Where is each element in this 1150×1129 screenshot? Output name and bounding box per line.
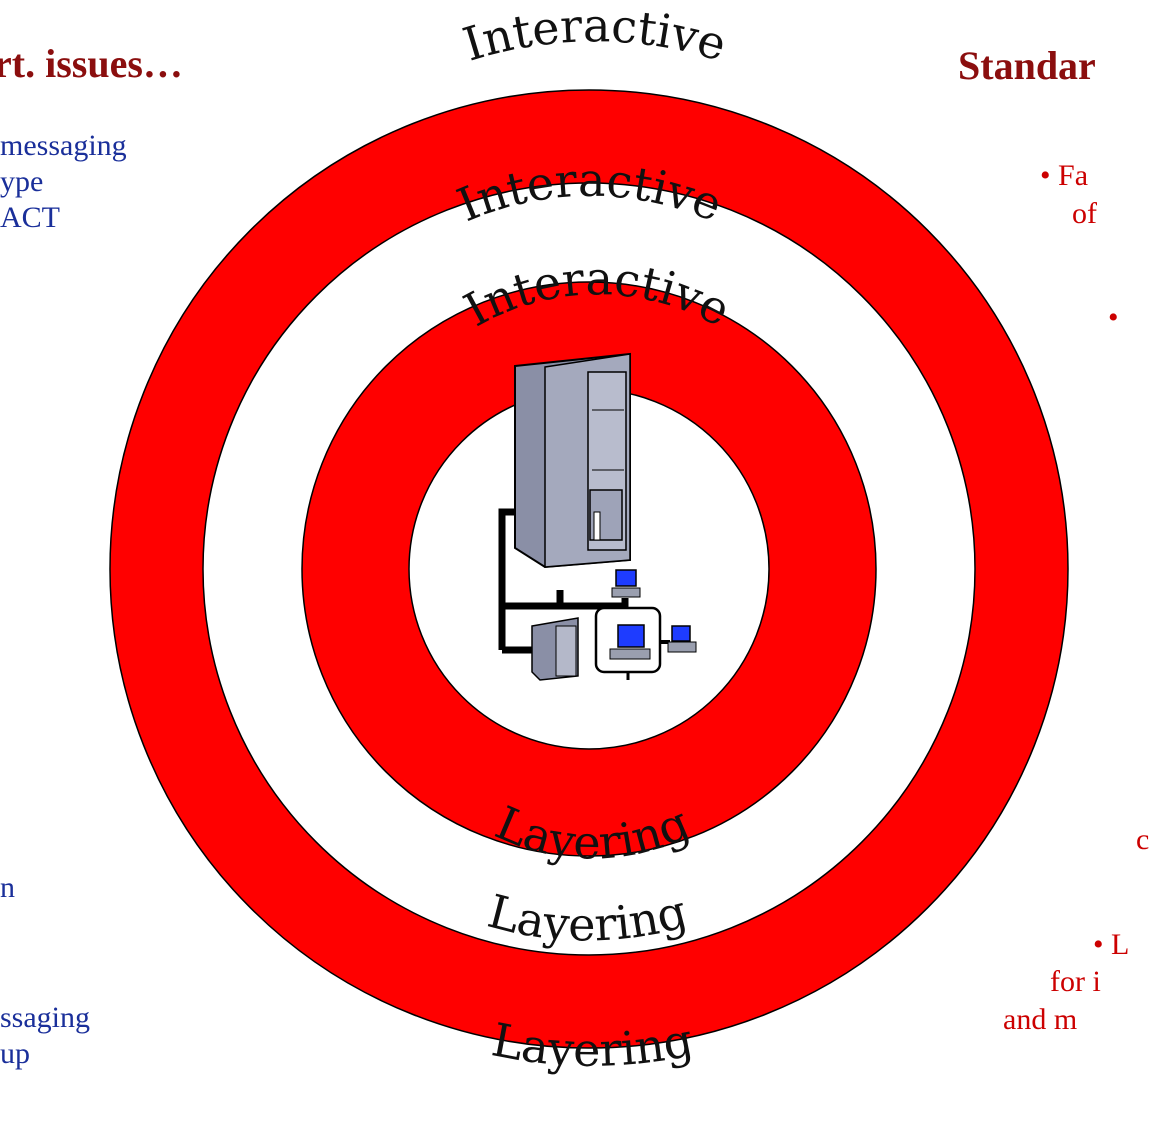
- left-line-1: messaging: [0, 129, 127, 162]
- right-line-4: c: [1136, 823, 1150, 856]
- outer-bottom-label: Layering: [488, 1012, 698, 1076]
- right-line-6: for i: [1050, 965, 1101, 998]
- right-heading: Standar: [958, 43, 1096, 88]
- left-line-2: ype: [0, 165, 44, 198]
- right-line-7: and m: [1003, 1003, 1078, 1036]
- left-line-6: up: [0, 1037, 30, 1070]
- outer-top-label: Interactive: [457, 0, 733, 72]
- left-line-3: ACT: [0, 201, 60, 234]
- left-heading: rt. issues…: [0, 41, 183, 86]
- left-line-5: ssaging: [0, 1001, 90, 1034]
- right-line-1: • Fa: [1040, 159, 1089, 192]
- right-line-5: • L: [1093, 928, 1130, 961]
- network-computers-icon: [498, 352, 697, 681]
- right-line-3: •: [1108, 301, 1119, 334]
- right-line-2: of: [1072, 197, 1097, 230]
- left-line-4: n: [0, 871, 15, 904]
